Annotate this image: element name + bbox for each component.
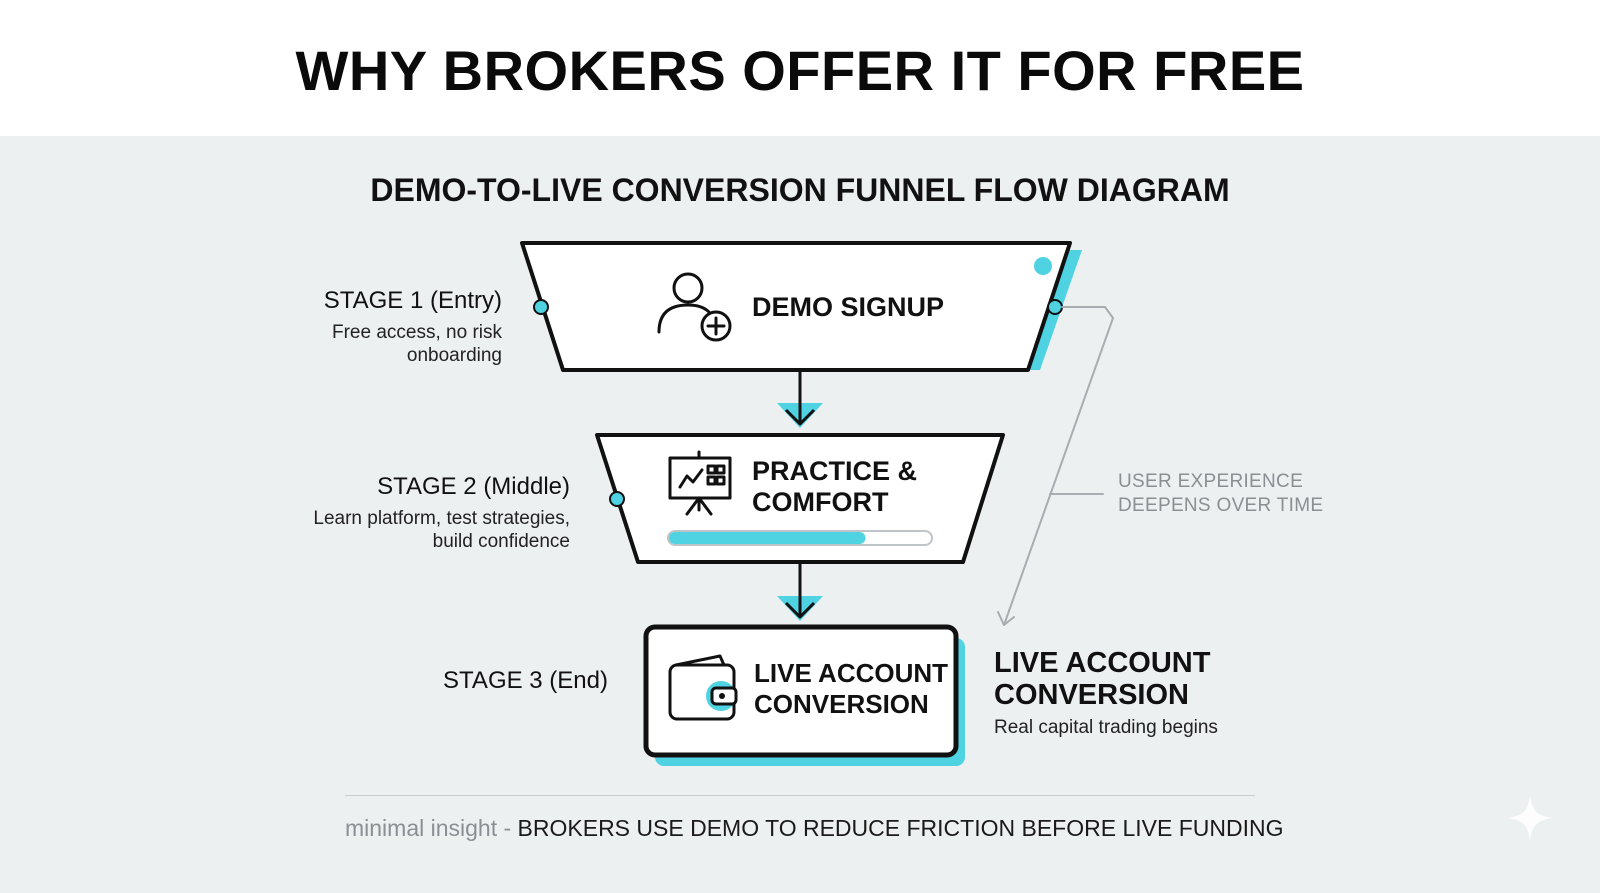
stage-1-description: Free access, no risk onboarding xyxy=(250,321,502,367)
stage-1-box xyxy=(520,241,1082,372)
conversion-title-line: LIVE ACCOUNT xyxy=(994,647,1211,679)
accent-dot xyxy=(1034,257,1052,275)
stage-2-box-title-line: COMFORT xyxy=(752,487,889,517)
footer-insight: minimal insight - BROKERS USE DEMO TO RE… xyxy=(345,815,1283,842)
stage-1-label: STAGE 1 (Entry) xyxy=(323,287,502,314)
header-band xyxy=(0,0,1600,136)
diagram-subtitle: DEMO-TO-LIVE CONVERSION FUNNEL FLOW DIAG… xyxy=(370,172,1230,208)
experience-path xyxy=(997,306,1114,626)
experience-note: USER EXPERIENCE DEEPENS OVER TIME xyxy=(1118,470,1323,518)
stage-2-box-title: PRACTICE & COMFORT xyxy=(752,456,917,518)
flow-arrow xyxy=(777,563,823,621)
flow-arrow xyxy=(777,371,823,428)
connector-dot xyxy=(1047,299,1063,315)
conversion-title: LIVE ACCOUNT CONVERSION xyxy=(994,647,1314,711)
stage-3-box-title: LIVE ACCOUNT CONVERSION xyxy=(754,658,948,720)
page-title: WHY BROKERS OFFER IT FOR FREE xyxy=(295,39,1305,102)
stage-3-box-title-line: LIVE ACCOUNT xyxy=(754,658,949,688)
footer-divider xyxy=(345,795,1255,796)
stage-1-description-line: onboarding xyxy=(406,345,502,366)
stage-1-box-title: DEMO SIGNUP xyxy=(752,292,945,322)
experience-note-line: DEEPENS OVER TIME xyxy=(1118,495,1324,516)
presentation-chart-icon xyxy=(668,450,732,516)
footer-prefix: minimal insight - xyxy=(345,815,518,841)
wallet-icon xyxy=(668,654,738,721)
stage-2-box xyxy=(595,433,1005,564)
stage-2-description: Learn platform, test strategies, build c… xyxy=(250,507,570,553)
stage-3-box-title-line: CONVERSION xyxy=(754,689,929,719)
stage-2-description-line: build confidence xyxy=(432,531,570,552)
footer-text: BROKERS USE DEMO TO REDUCE FRICTION BEFO… xyxy=(517,815,1284,841)
experience-note-line: USER EXPERIENCE xyxy=(1118,471,1304,492)
conversion-description: Real capital trading begins xyxy=(994,717,1218,738)
sparkle-icon xyxy=(1507,795,1553,841)
progress-fill xyxy=(669,532,866,544)
stage-1-description-line: Free access, no risk xyxy=(332,322,502,343)
connector-dot xyxy=(533,299,549,315)
stage-2-box-title-line: PRACTICE & xyxy=(752,456,918,486)
user-plus-icon xyxy=(657,272,732,342)
stage-2-description-line: Learn platform, test strategies, xyxy=(313,508,570,529)
conversion-title-line: CONVERSION xyxy=(994,679,1189,711)
stage-2-label: STAGE 2 (Middle) xyxy=(377,473,570,500)
connector-dot xyxy=(609,491,625,507)
stage-3-label: STAGE 3 (End) xyxy=(443,667,608,694)
